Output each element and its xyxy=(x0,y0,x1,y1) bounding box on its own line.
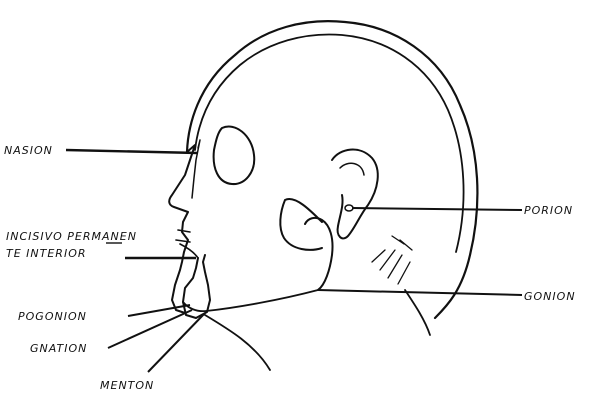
gonion-leader xyxy=(318,290,522,295)
label-menton: MENTON xyxy=(100,379,154,392)
porion-point xyxy=(345,205,353,211)
neck-front xyxy=(205,315,270,370)
label-incisivo-line1: INCISIVO PERMANEN xyxy=(6,230,137,243)
zygoma-curve xyxy=(280,199,322,250)
gnation-leader xyxy=(108,310,192,348)
label-nasion: NASION xyxy=(4,144,53,157)
chin-line xyxy=(183,290,318,311)
label-porion: PORION xyxy=(524,204,573,217)
ramus xyxy=(305,218,333,290)
nasion-leader xyxy=(66,150,198,153)
mandible xyxy=(183,255,210,318)
ear-inner xyxy=(340,163,364,175)
ear xyxy=(332,150,378,239)
label-pogonion: POGONION xyxy=(18,310,87,323)
neck-back xyxy=(405,290,430,335)
neck-hatching xyxy=(372,236,412,284)
label-gonion: GONION xyxy=(524,290,576,303)
menton-leader xyxy=(148,313,205,372)
face-profile xyxy=(169,145,195,313)
skull-outline-inner xyxy=(195,34,464,252)
label-gnation: GNATION xyxy=(30,342,87,355)
skull-outline-outer xyxy=(187,21,477,318)
porion-leader xyxy=(352,208,522,210)
orbit xyxy=(214,127,255,185)
label-incisivo-line2: TE INTERIOR xyxy=(6,247,87,260)
